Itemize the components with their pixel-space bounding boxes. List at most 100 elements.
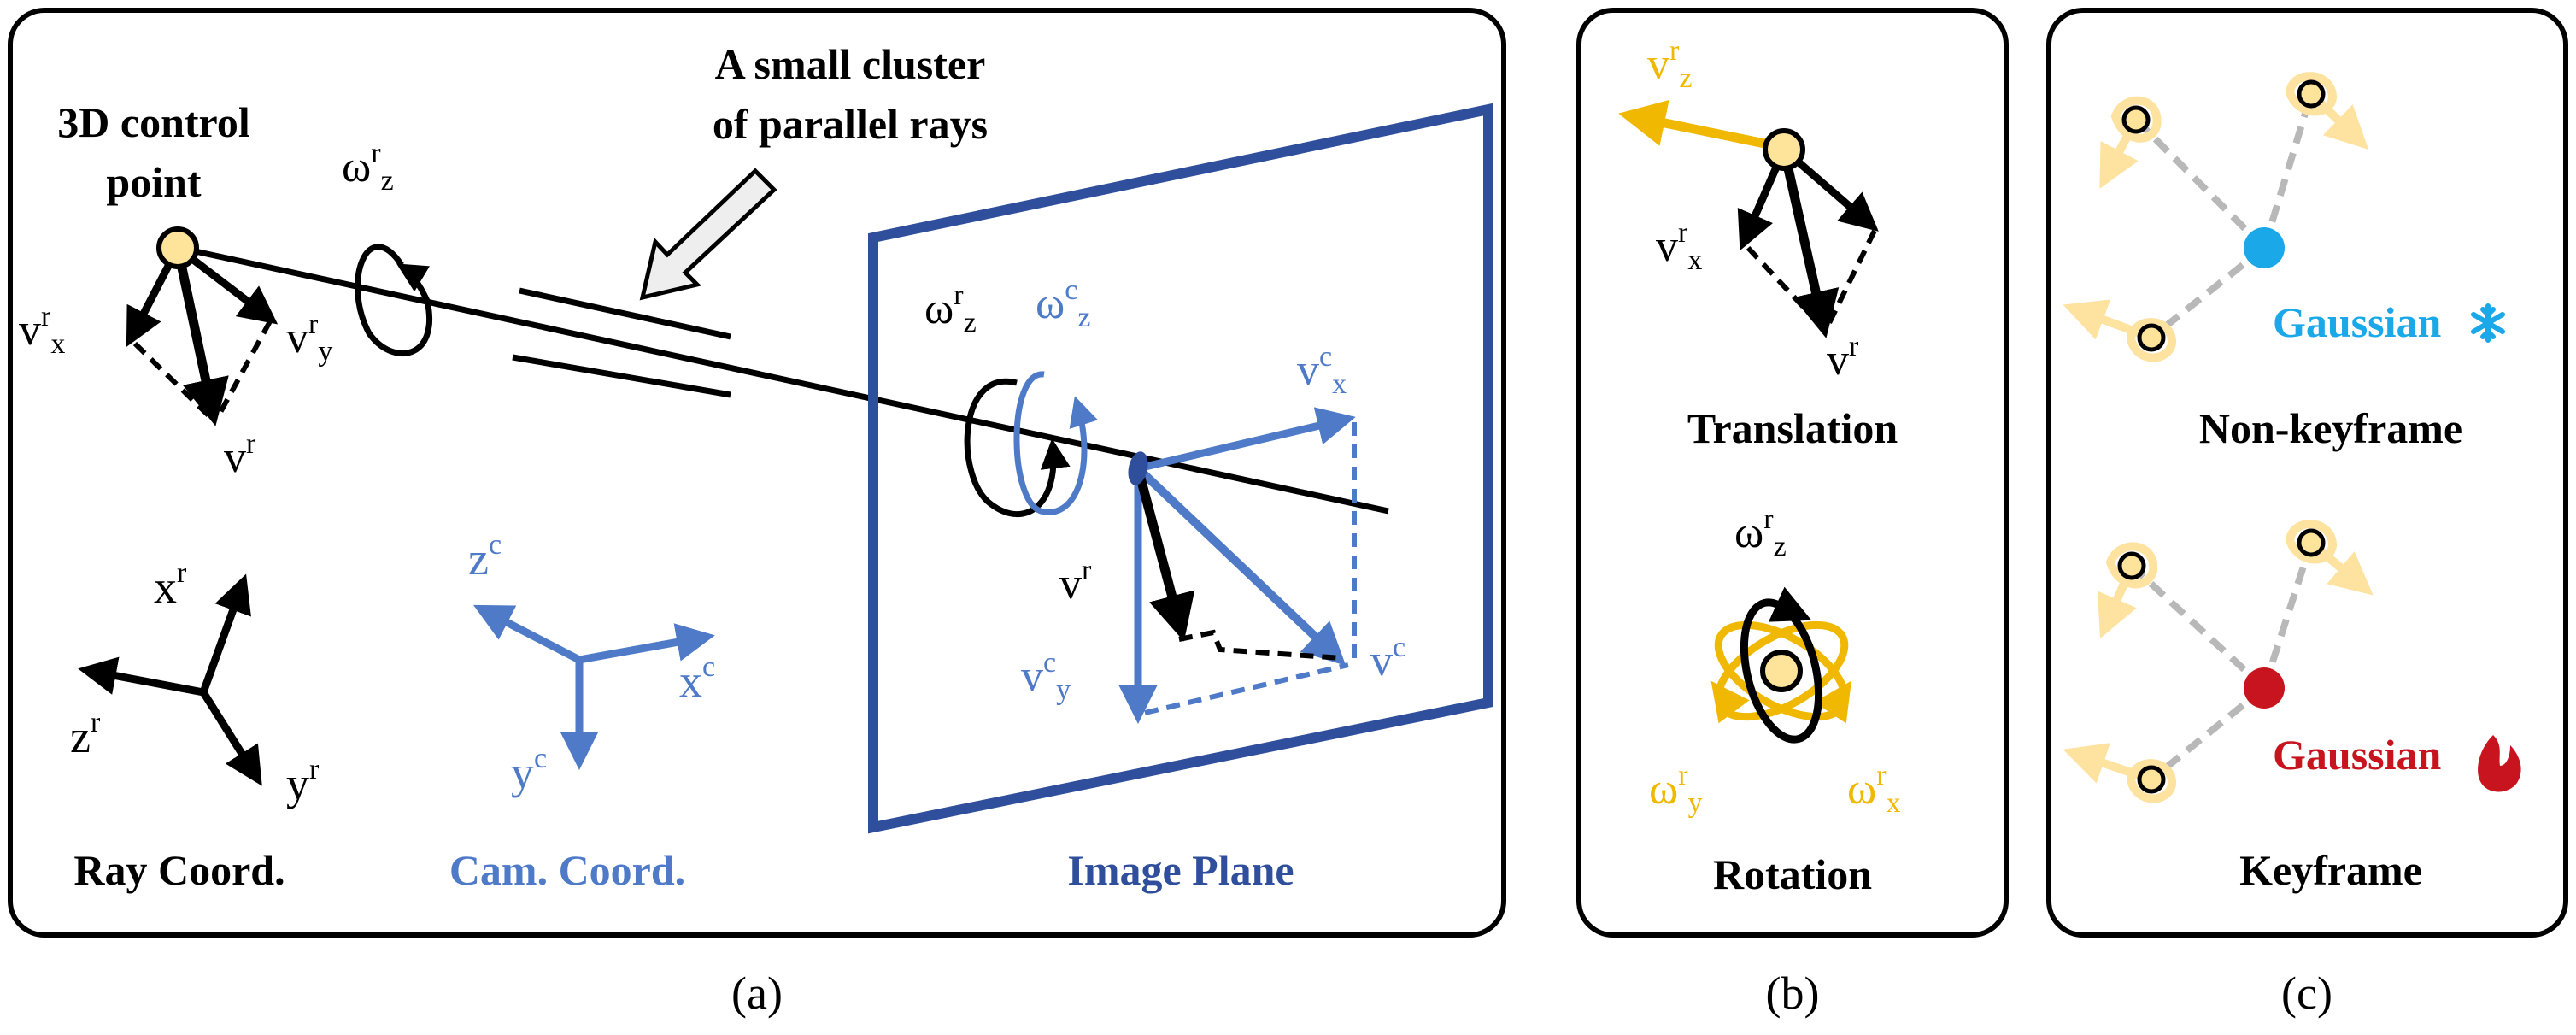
camera-coordinate-axes: zc xc yc Cam. Coord. bbox=[449, 529, 715, 894]
k-link-3 bbox=[2149, 685, 2267, 783]
parallel-ray-1 bbox=[519, 287, 731, 340]
frozen-gaussian bbox=[2244, 227, 2285, 268]
b-vr-z-arrow bbox=[1618, 99, 1783, 152]
plane-vr-arrow bbox=[1133, 467, 1195, 642]
omega-rz-label: ωrz bbox=[342, 138, 394, 197]
k-control-point-1 bbox=[2097, 542, 2158, 639]
cluster-pointer-arrow bbox=[639, 168, 777, 301]
vr-x-label: vrx bbox=[19, 301, 65, 360]
b-vr-x-label: vrx bbox=[1656, 217, 1702, 276]
nk-control-point-2 bbox=[2285, 72, 2369, 150]
keyframe-title: Keyframe bbox=[2239, 846, 2422, 894]
vc-label: vc bbox=[1370, 632, 1405, 685]
panel-a: 3D control point A small cluster of para… bbox=[8, 8, 1506, 1019]
rotation-arrow-x bbox=[1814, 680, 1851, 724]
panel-a-caption: (a) bbox=[731, 967, 783, 1019]
cam-axis-x-label: xc bbox=[679, 651, 715, 707]
cam-axis-x bbox=[578, 623, 715, 664]
flame-icon bbox=[2478, 735, 2521, 792]
image-plane-title: Image Plane bbox=[1067, 846, 1294, 894]
b-omega-ry-label: ωry bbox=[1649, 760, 1703, 819]
panel-c-frame bbox=[2046, 8, 2568, 938]
keyframe-group: Gaussian Keyframe bbox=[2063, 520, 2521, 894]
translation-title: Translation bbox=[1687, 404, 1898, 452]
svg-text:vr: vr bbox=[224, 428, 256, 482]
cam-axis-y-label: yc bbox=[511, 743, 547, 798]
vc-arrow bbox=[1135, 465, 1347, 666]
b-rotation-point bbox=[1760, 650, 1803, 692]
b-vr-z-label: vrz bbox=[1647, 35, 1692, 94]
panel-c-caption: (c) bbox=[2281, 967, 2332, 1019]
nk-link-3 bbox=[2149, 244, 2267, 341]
cam-axis-z-label: zc bbox=[468, 529, 502, 585]
vr-y-label: vry bbox=[286, 309, 332, 368]
vr-arrow bbox=[173, 246, 229, 426]
ray-axis-z bbox=[78, 656, 204, 697]
ray-rotation-arrow bbox=[355, 244, 432, 356]
control-point-label-line2: point bbox=[106, 158, 202, 206]
nk-control-point-1 bbox=[2099, 96, 2162, 189]
svg-text:vry: vry bbox=[286, 309, 332, 368]
cam-coord-title: Cam. Coord. bbox=[449, 846, 685, 894]
cam-axis-z bbox=[473, 604, 582, 663]
vr-y-dash bbox=[216, 320, 273, 417]
nk-link-2 bbox=[2261, 92, 2315, 250]
plane-rotation-black-arrow bbox=[964, 378, 1071, 517]
nk-link-1 bbox=[2133, 117, 2267, 250]
b-vr-y-dash bbox=[1826, 229, 1877, 326]
cluster-label-line2: of parallel rays bbox=[713, 100, 988, 148]
rotation-orbit-z bbox=[1740, 598, 1823, 744]
panel-b-frame bbox=[1576, 8, 2009, 938]
panel-b-caption: (b) bbox=[1766, 967, 1820, 1019]
nonkeyframe-title: Non-keyframe bbox=[2199, 404, 2462, 452]
panel-a-frame bbox=[8, 8, 1506, 938]
plane-vr-label: vr bbox=[1059, 555, 1092, 609]
svg-text:ωrz: ωrz bbox=[342, 138, 394, 197]
vr-label: vr bbox=[224, 428, 256, 482]
cluster-label-line1: A small cluster bbox=[715, 40, 986, 88]
b-vr-arrow bbox=[1779, 148, 1840, 338]
b-omega-rz-label: ωrz bbox=[1734, 503, 1787, 562]
ray-axis-x-label: xr bbox=[154, 557, 187, 613]
rotation-arrow-y bbox=[1710, 680, 1750, 724]
ray-axis-z-label: zr bbox=[70, 707, 101, 762]
image-plane bbox=[868, 103, 1493, 834]
k-control-point-2 bbox=[2285, 520, 2374, 596]
ray-coord-title: Ray Coord. bbox=[73, 846, 285, 894]
intersection-point bbox=[1128, 451, 1148, 485]
main-ray bbox=[179, 244, 1389, 515]
parallel-ray-2 bbox=[512, 354, 731, 398]
plane-omega-cz-label: ωcz bbox=[1036, 274, 1090, 333]
b-vr-x-dash bbox=[1746, 245, 1824, 329]
vc-x-label: vcx bbox=[1297, 341, 1347, 400]
snowflake-icon bbox=[2471, 303, 2505, 343]
ray-axis-y-label: yr bbox=[286, 754, 320, 809]
rotation-title: Rotation bbox=[1713, 850, 1872, 898]
panel-b: vrz vrx vr Translation ωrz ωry ωrx Rotat… bbox=[1576, 8, 2009, 1019]
plane-rotation-blue-arrow bbox=[1013, 371, 1099, 515]
plane-omega-rz-label: ωrz bbox=[924, 279, 977, 338]
vc-x-arrow bbox=[1136, 407, 1356, 473]
nk-gaussian-label: Gaussian bbox=[2273, 298, 2442, 346]
k-control-point-3 bbox=[2063, 743, 2176, 803]
b-vr-label: vr bbox=[1827, 331, 1859, 385]
b-control-point bbox=[1763, 128, 1805, 171]
b-omega-rx-label: ωrx bbox=[1847, 760, 1901, 819]
nk-control-point-3 bbox=[2063, 299, 2176, 362]
panel-c: Gaussian Non-keyframe bbox=[2046, 8, 2568, 1019]
control-point-label-line1: 3D control bbox=[57, 98, 250, 146]
rotation-arrow-z bbox=[1768, 586, 1812, 622]
vc-y-dash bbox=[1144, 662, 1349, 715]
control-point bbox=[156, 226, 199, 269]
svg-text:vrx: vrx bbox=[19, 301, 65, 360]
ray-axis-y bbox=[200, 690, 262, 786]
vc-y-label: vcy bbox=[1021, 647, 1071, 706]
vr-x-dash bbox=[132, 341, 214, 421]
k-link-1 bbox=[2129, 563, 2267, 691]
active-gaussian bbox=[2244, 667, 2285, 709]
k-gaussian-label: Gaussian bbox=[2273, 731, 2442, 779]
ray-coordinate-axes: xr zr yr Ray Coord. bbox=[70, 557, 320, 894]
k-link-2 bbox=[2261, 541, 2315, 690]
